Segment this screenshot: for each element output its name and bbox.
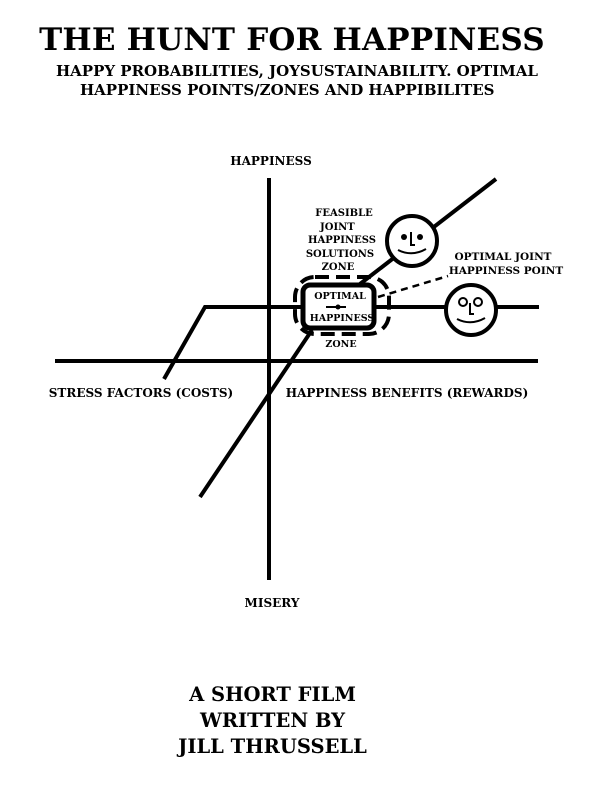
poster-subtitle-line-1: HAPPY PROBABILITIES, JOYSUSTAINABILITY. … [56,62,538,80]
optimal-zone-label-2: HAPPINESS [310,313,375,324]
kinked-line [162,305,304,380]
optimal-point-label-1: OPTIMAL JOINT [454,251,551,263]
feasible-zone-label-2: JOINT [319,222,355,233]
smiley-face-icon [385,214,439,268]
credits-line-2: WRITTEN BY [199,709,346,732]
axis-label-top: HAPPINESS [230,154,312,168]
feasible-zone-label-5: ZONE [322,262,355,273]
poster-credits: A SHORT FILM WRITTEN BY JILL THRUSSELL [140,682,405,760]
poster-title: THE HUNT FOR HAPPINESS [39,22,545,58]
credits-line-1: A SHORT FILM [189,683,356,706]
optimal-point-dot [335,304,341,310]
axis-label-bottom: MISERY [245,596,300,610]
credits-line-3: JILL THRUSSELL [178,735,367,758]
optimal-happiness-zone-dashed [293,275,391,336]
optimal-point-pointer [377,274,449,299]
feasible-zone-label-4: SOLUTIONS [306,249,374,260]
diagonal-line-lower [198,328,314,499]
optimal-point-label-2: HAPPINESS POINT [449,265,564,277]
axis-label-left: STRESS FACTORS (COSTS) [49,386,233,400]
smiley-face-icon [444,283,498,337]
axis-label-right: HAPPINESS BENEFITS (REWARDS) [286,386,529,400]
feasible-zone-label-3: HAPPINESS [308,235,376,246]
feasible-zone-label-1: FEASIBLE [315,208,373,219]
optimal-zone-label-1: OPTIMAL [314,291,366,302]
zone-label: ZONE [325,339,356,350]
poster-subtitle-line-2: HAPPINESS POINTS/ZONES AND HAPPIBILITES [80,81,495,99]
